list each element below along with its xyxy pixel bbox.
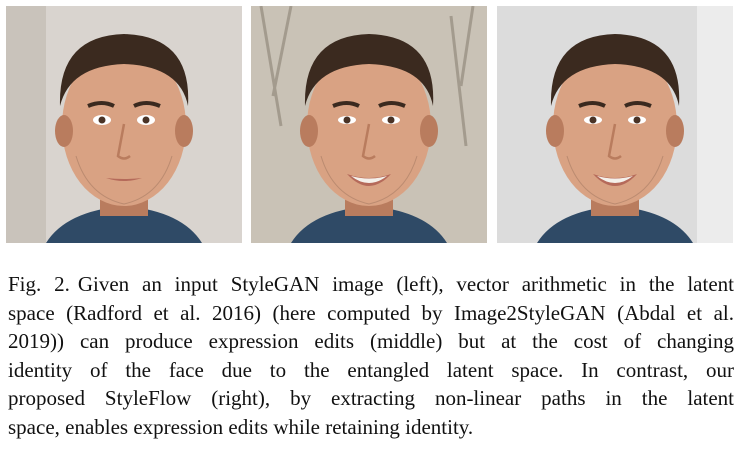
caption-line: space (Radford et al. 2016) (here comput…: [8, 300, 734, 325]
shirt: [291, 206, 447, 243]
neutral-mouth: [106, 178, 142, 181]
hair: [550, 34, 680, 106]
nose: [116, 123, 131, 160]
caption-line: proposed StyleFlow (right), by extractin…: [8, 386, 734, 410]
nose: [361, 123, 376, 160]
input-face-image: [6, 6, 242, 243]
caption-line: Fig. 2. Given an input StyleGAN image (le…: [8, 270, 734, 299]
teeth: [597, 176, 633, 183]
hair: [304, 34, 434, 106]
caption-line-text: Given an input StyleGAN image (left), ve…: [77, 272, 734, 296]
teeth: [351, 176, 387, 183]
shirt: [537, 206, 693, 243]
caption-line: space, enables expression edits while re…: [8, 414, 474, 439]
shirt: [46, 206, 202, 243]
caption-line: identity of the face due to the entangle…: [8, 357, 734, 382]
caption-line: 2019)) can produce expression edits (mid…: [8, 329, 734, 353]
nose: [607, 123, 622, 160]
figure-image-row: [6, 6, 733, 243]
vector-arithmetic-face-image: [251, 6, 487, 243]
hair: [59, 34, 189, 106]
figure-caption: Fig. 2. Given an input StyleGAN image (le…: [8, 270, 734, 441]
styleflow-face-image: [497, 6, 733, 243]
caption-label: Fig. 2.: [8, 272, 70, 296]
